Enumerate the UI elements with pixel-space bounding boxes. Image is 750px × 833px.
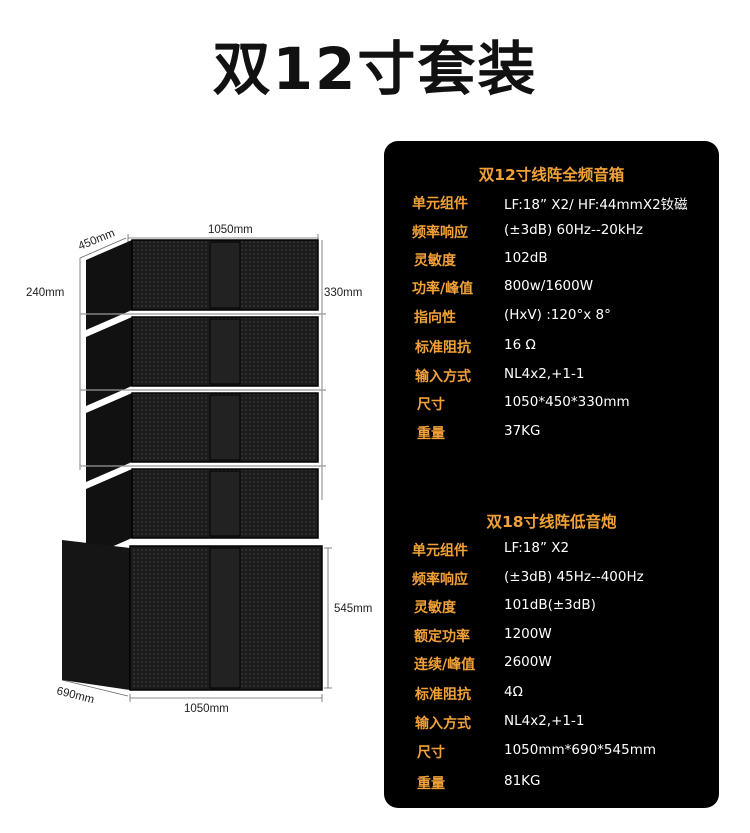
fullrange-title: 双12寸线阵全频音箱 (478, 166, 625, 184)
dim-top-height-left: 240mm (26, 287, 64, 299)
dim-top-width: 1050mm (208, 224, 253, 236)
page-title: 双12寸套装 (212, 35, 538, 103)
dim-sub-depth: 690mm (55, 685, 95, 706)
dim-sub-height: 545mm (334, 603, 372, 615)
spec-row: 频率响应(±3dB) 60Hz--20kHz (412, 222, 643, 241)
spec-row: 频率响应(±3dB) 45Hz--400Hz (412, 569, 644, 588)
subwoofer-title: 双18寸线阵低音炮 (486, 513, 617, 531)
dim-sub-width: 1050mm (184, 703, 229, 715)
dim-top-height-right: 330mm (324, 287, 362, 299)
spec-row: 指向性(HxV) :120°x 8° (414, 307, 611, 326)
dim-top-depth: 450mm (77, 227, 117, 252)
